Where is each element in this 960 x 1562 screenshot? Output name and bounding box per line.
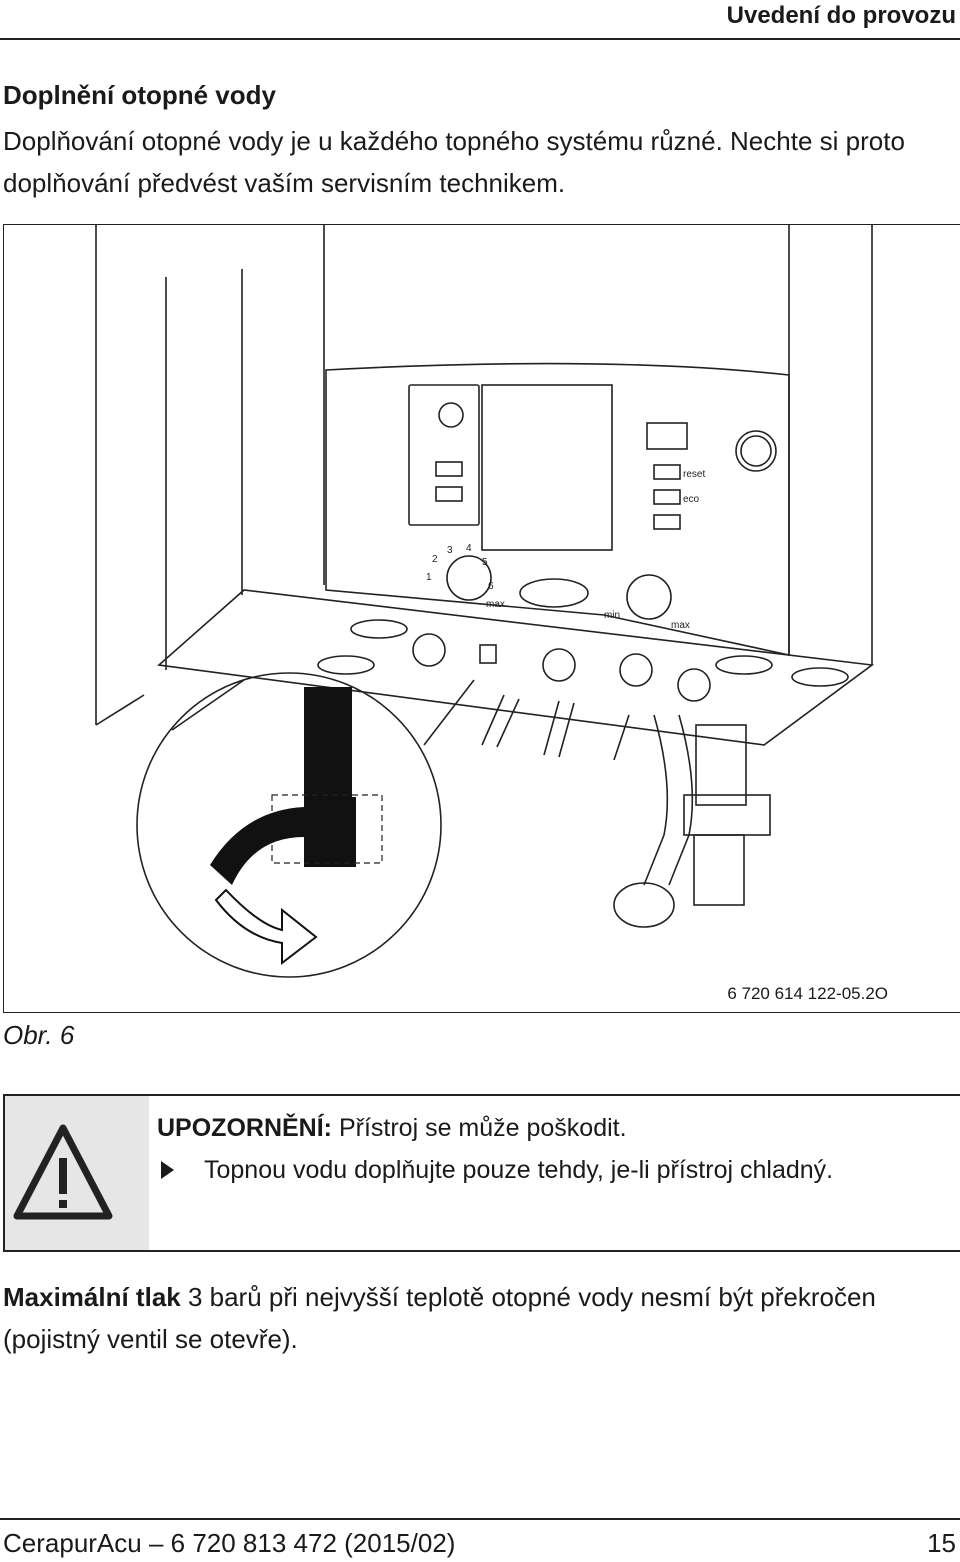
dial-num-4: 4: [466, 543, 472, 554]
warning-line: UPOZORNĚNÍ: Přístroj se může poškodit.: [157, 1114, 627, 1143]
pressure-note-bold: Maximální tlak: [3, 1282, 181, 1312]
footer-rule: [0, 1518, 960, 1520]
warning-bullet-text: Topnou vodu doplňujte pouze tehdy, je-li…: [204, 1156, 834, 1184]
warning-label: UPOZORNĚNÍ:: [157, 1114, 332, 1142]
reset-label: reset: [683, 469, 705, 480]
max-label-dhw: max: [671, 620, 690, 631]
header-rule: [0, 38, 960, 40]
dial-num-3: 3: [447, 545, 453, 556]
max-label-heating: max: [486, 599, 505, 610]
dial-num-2: 2: [432, 554, 438, 565]
page-header-title: Uvedení do provozu: [726, 2, 956, 29]
footer-page-number: 15: [927, 1528, 956, 1558]
intro-paragraph: Doplňování otopné vody je u každého topn…: [3, 126, 905, 198]
warning-box: UPOZORNĚNÍ: Přístroj se může poškodit. T…: [3, 1094, 960, 1252]
pressure-note-text: 3 barů při nejvyšší teplotě otopné vody …: [3, 1282, 876, 1354]
boiler-illustration: reset eco min max max 1 2 3 4 5 6: [95, 225, 875, 978]
warning-triangle-icon: [13, 1124, 113, 1220]
footer-document-id: CerapurAcu – 6 720 813 472 (2015/02): [3, 1528, 456, 1558]
figure-caption: Obr. 6: [3, 1020, 75, 1050]
pressure-note: Maximální tlak 3 barů při nejvyšší teplo…: [3, 1276, 953, 1360]
figure-illustration: reset eco min max max 1 2 3 4 5 6 6 720 …: [3, 224, 960, 1013]
bullet-arrow-icon: [161, 1161, 174, 1179]
dial-num-1: 1: [426, 572, 432, 583]
min-label: min: [604, 610, 620, 621]
figure-code: 6 720 614 122-05.2O: [727, 984, 888, 1003]
warning-bullet-line: Topnou vodu doplňujte pouze tehdy, je-li…: [157, 1156, 833, 1185]
warning-text: Přístroj se může poškodit.: [332, 1114, 627, 1142]
dial-num-5: 5: [482, 557, 488, 568]
section-heading: Doplnění otopné vody: [3, 80, 276, 110]
eco-label: eco: [683, 494, 700, 505]
dial-num-6: 6: [488, 581, 494, 592]
warning-icon-panel: [5, 1096, 149, 1250]
